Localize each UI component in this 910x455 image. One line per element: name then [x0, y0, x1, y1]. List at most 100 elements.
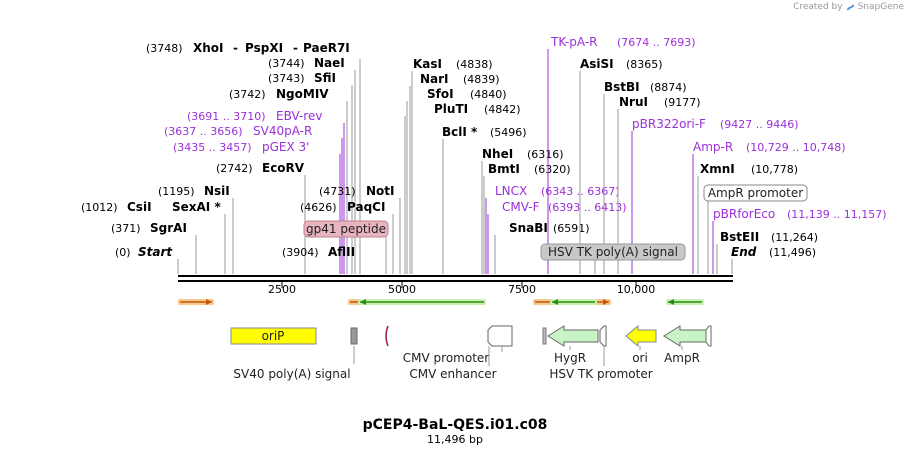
ampr-label: AmpR: [664, 351, 700, 365]
nari-label: NarI: [420, 72, 449, 86]
hsv-tk-promoter-label: HSV TK promoter: [549, 367, 652, 381]
kasi-label: KasI: [413, 57, 442, 71]
csii-position: (1012): [81, 201, 118, 214]
snabi-position: (6591): [553, 222, 590, 235]
sexai-label: SexAI *: [172, 200, 221, 214]
asisi-label: AsiSI: [580, 57, 614, 71]
lncx-label: LNCX: [495, 184, 527, 198]
ampR-promoter-shape: [705, 325, 712, 347]
pgex-3-label: pGEX 3': [262, 140, 309, 154]
hsv-tk-promoter-shape: [599, 325, 607, 347]
sgrai-label: SgrAI: [150, 221, 187, 235]
asisi-position: (8365): [626, 58, 663, 71]
arrow-orange-1-head: [206, 299, 212, 305]
start-label: Start: [138, 245, 173, 259]
ampr-promoter-label: AmpR promoter: [708, 186, 803, 200]
nsii-position: (1195): [158, 185, 195, 198]
xmni-label: XmnI: [700, 162, 735, 176]
axis-tick-label: 2500: [268, 283, 296, 296]
naei-label: NaeI: [314, 56, 345, 70]
bmti-position: (6320): [534, 163, 571, 176]
start-position: (0): [115, 246, 131, 259]
ebv-rev-label: EBV-rev: [276, 109, 322, 123]
ngomiv-label: NgoMIV: [276, 87, 329, 101]
pluti-label: PluTI: [434, 102, 468, 116]
ori-label: ori: [632, 351, 648, 365]
csii-label: CsiI: [127, 200, 152, 214]
plasmid-name: pCEP4-BaL-QES.i01.c08: [363, 417, 548, 433]
bsteii-label: BstEII: [720, 230, 759, 244]
noti-label: NotI: [366, 184, 395, 198]
paqci-position: (4626): [300, 201, 337, 214]
cmv-f-position: (6393 .. 6413): [548, 201, 627, 214]
ngomiv-position: (3742): [229, 88, 266, 101]
bcli-position: (5496): [490, 126, 527, 139]
ampr-promoter-box: [703, 184, 808, 202]
snapgene-credit: Created by SnapGene: [793, 2, 904, 12]
nrui-label: NruI: [619, 95, 648, 109]
sv40-poly-a-signal-label: SV40 poly(A) signal: [233, 367, 350, 381]
nsii-label: NsiI: [204, 184, 230, 198]
tk-pa-r-label: TK-pA-R: [550, 35, 598, 49]
kasi-position: (4838): [456, 58, 493, 71]
arrow-green-1-head: [552, 299, 558, 305]
sgrai-position: (371): [111, 222, 141, 235]
bstbi-position: (8874): [650, 81, 687, 94]
snapgene-logo-icon: [846, 4, 854, 10]
bsteii-position: (11,264): [771, 231, 818, 244]
axis-tick-label: 7500: [508, 283, 536, 296]
nhei-position: (6316): [527, 148, 564, 161]
cmv-enhancer-label: CMV enhancer: [409, 367, 496, 381]
credit-brand: SnapGene: [857, 2, 904, 12]
aflii-position: (3904): [282, 246, 319, 259]
snabi-label: SnaBI: [509, 221, 548, 235]
arrow-green-2-head: [668, 299, 674, 305]
gp41-peptide-box: [303, 220, 389, 238]
orip-label: oriP: [262, 329, 285, 343]
pspxi-label: PspXI: [245, 41, 283, 55]
oriP-box: [230, 327, 317, 345]
sfii-label: SfiI: [314, 71, 336, 85]
end-position: (11,496): [769, 246, 816, 259]
noti-position: (4731): [319, 185, 356, 198]
tk-pa-r-position: (7674 .. 7693): [617, 36, 696, 49]
axis-tick-label: 5000: [388, 283, 416, 296]
arrow-green-3-head: [360, 299, 366, 305]
xhoi-separator: -: [233, 41, 238, 55]
cmv-promoter-shape: [487, 325, 513, 347]
ecorv-label: EcoRV: [262, 161, 305, 175]
hsv-tk-poly-a-signal-label: HSV TK poly(A) signal: [548, 245, 678, 259]
arrow-orange-5-head: [603, 299, 609, 305]
pbr322ori-f-label: pBR322ori-F: [632, 117, 706, 131]
cmv-f-label: CMV-F: [502, 200, 540, 214]
nhei-label: NheI: [482, 147, 513, 161]
gp41-peptide-label: gp41 peptide: [306, 222, 386, 236]
pluti-position: (4842): [484, 103, 521, 116]
ori-arrow: [625, 324, 657, 348]
sv40-polya-marker: [350, 327, 358, 345]
plasmid-length: 11,496 bp: [427, 433, 483, 446]
sfoi-position: (4840): [470, 88, 507, 101]
hygR-arrow: [547, 325, 599, 347]
sfii-position: (3743): [268, 72, 305, 85]
hsv-tk-poly-a-signal-box: [540, 243, 686, 261]
xmni-position: (10,778): [751, 163, 798, 176]
hygr-label: HygR: [554, 351, 586, 365]
nrui-position: (9177): [664, 96, 701, 109]
pspxi-separator: -: [293, 41, 298, 55]
xhoi-label: XhoI: [193, 41, 224, 55]
bcli-label: BclI *: [442, 125, 478, 139]
pbrforeco-position: (11,139 .. 11,157): [787, 208, 887, 221]
amp-r-position: (10,729 .. 10,748): [746, 141, 846, 154]
naei-position: (3744): [268, 57, 305, 70]
axis-tick-label: 10,000: [617, 283, 656, 296]
paer7i-label: PaeR7I: [303, 41, 350, 55]
pbrforeco-label: pBRforEco: [713, 207, 775, 221]
bmti-label: BmtI: [488, 162, 520, 176]
credit-prefix: Created by: [793, 2, 843, 12]
sfoi-label: SfoI: [427, 87, 454, 101]
ampR-arrow: [663, 325, 707, 347]
sv40pa-r-position: (3637 .. 3656): [164, 125, 243, 138]
xhoi-position: (3748): [146, 42, 183, 55]
